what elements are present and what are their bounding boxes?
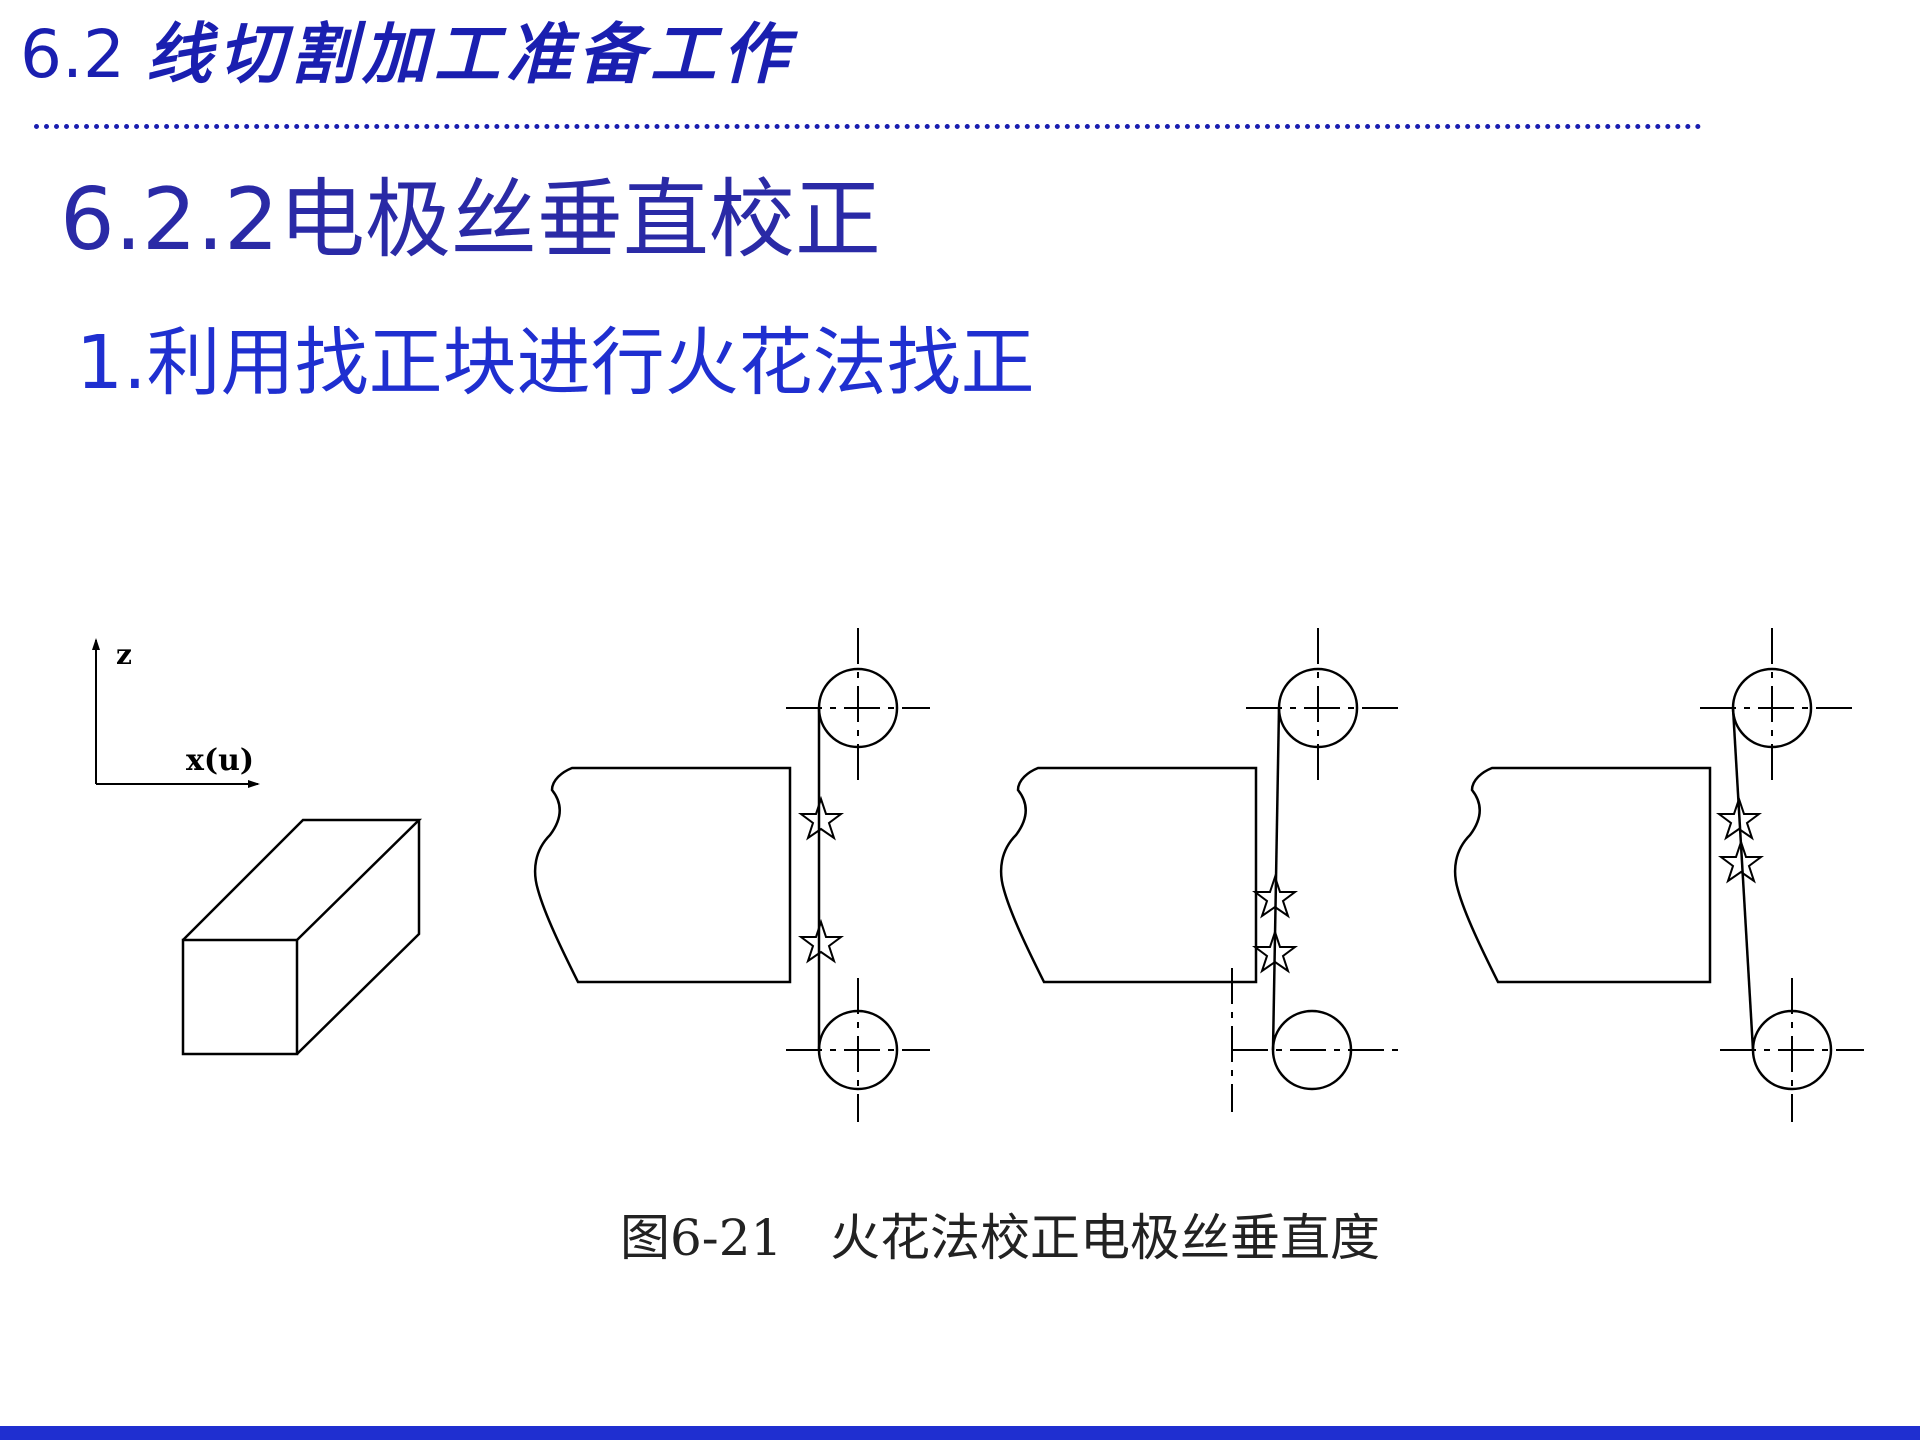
x-axis-label: x(u) [186, 743, 254, 778]
panel-tilt-upper [1453, 628, 1864, 1122]
center-lines [1231, 628, 1405, 1112]
figure-caption: 图6-21 火花法校正电极丝垂直度 [619, 1209, 1380, 1267]
panel-tilt-lower [999, 628, 1405, 1112]
workpiece [533, 766, 792, 984]
alignment-block [181, 818, 423, 1056]
slide-title: 6.2 线切割加工准备工作 [20, 14, 794, 95]
subsection-heading: 1.利用找正块进行火花法找正 [76, 320, 1035, 406]
dotted-divider [34, 124, 1702, 129]
bottom-bar [0, 1426, 1920, 1440]
z-axis-label: z [116, 638, 132, 671]
electrode-wire [1731, 707, 1755, 1051]
spark-icon [1716, 795, 1762, 841]
spark-icon [1718, 838, 1764, 884]
spark-icon [1252, 873, 1298, 919]
panel-vertical-wire [533, 628, 930, 1122]
coordinate-axes [92, 638, 260, 788]
slide-title-number: 6.2 [20, 16, 125, 93]
workpiece [1453, 766, 1712, 984]
spark-icon [1252, 928, 1298, 974]
spark-icon [798, 918, 844, 964]
spark-icon [798, 795, 844, 841]
workpiece [999, 766, 1258, 984]
center-lines [1700, 628, 1864, 1122]
slide-title-text: 线切割加工准备工作 [145, 15, 794, 93]
center-lines [786, 628, 930, 1122]
section-heading: 6.2.2电极丝垂直校正 [60, 170, 881, 270]
